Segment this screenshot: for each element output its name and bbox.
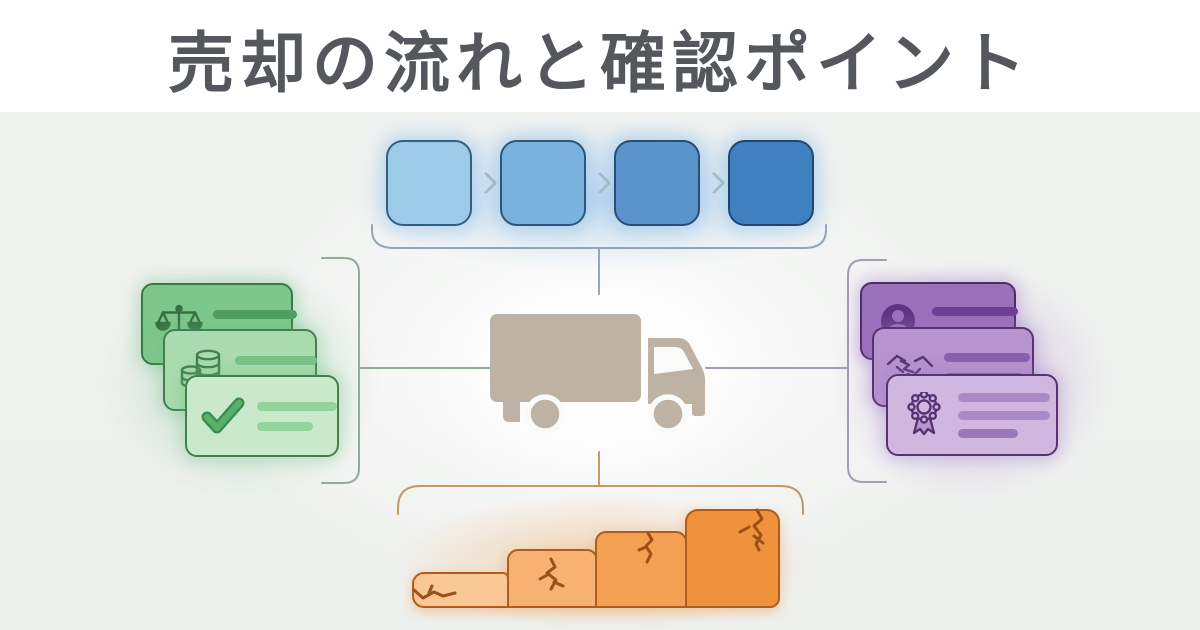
rising-step-4	[684, 509, 780, 608]
process-flow	[386, 140, 814, 226]
top-bracket-line	[371, 224, 827, 295]
process-step-4	[728, 140, 814, 226]
rising-step-1	[412, 572, 509, 608]
handshake-icon	[884, 352, 936, 382]
process-step-2	[500, 140, 586, 226]
text-lines	[950, 392, 1050, 438]
header-band: 売却の流れと確認ポイント	[0, 0, 1200, 112]
process-step-1	[386, 140, 472, 226]
chevron-right-icon	[472, 140, 500, 226]
chevron-right-icon	[700, 140, 728, 226]
truck-icon	[490, 314, 705, 434]
diagram-area	[0, 112, 1200, 630]
right-bracket-line	[705, 259, 887, 483]
card-check	[185, 375, 339, 457]
left-bracket-line	[321, 257, 497, 484]
text-lines	[249, 401, 337, 431]
bottom-bracket-line	[397, 451, 804, 515]
chevron-right-icon	[586, 140, 614, 226]
award-ribbon-icon	[898, 392, 950, 438]
card-award	[886, 374, 1058, 456]
rising-cost-steps	[412, 509, 780, 608]
truck-window	[654, 347, 693, 374]
rising-step-2	[506, 549, 598, 608]
check-icon	[197, 397, 249, 435]
rising-step-3	[595, 531, 687, 608]
process-step-3	[614, 140, 700, 226]
page-title: 売却の流れと確認ポイント	[168, 25, 1032, 102]
